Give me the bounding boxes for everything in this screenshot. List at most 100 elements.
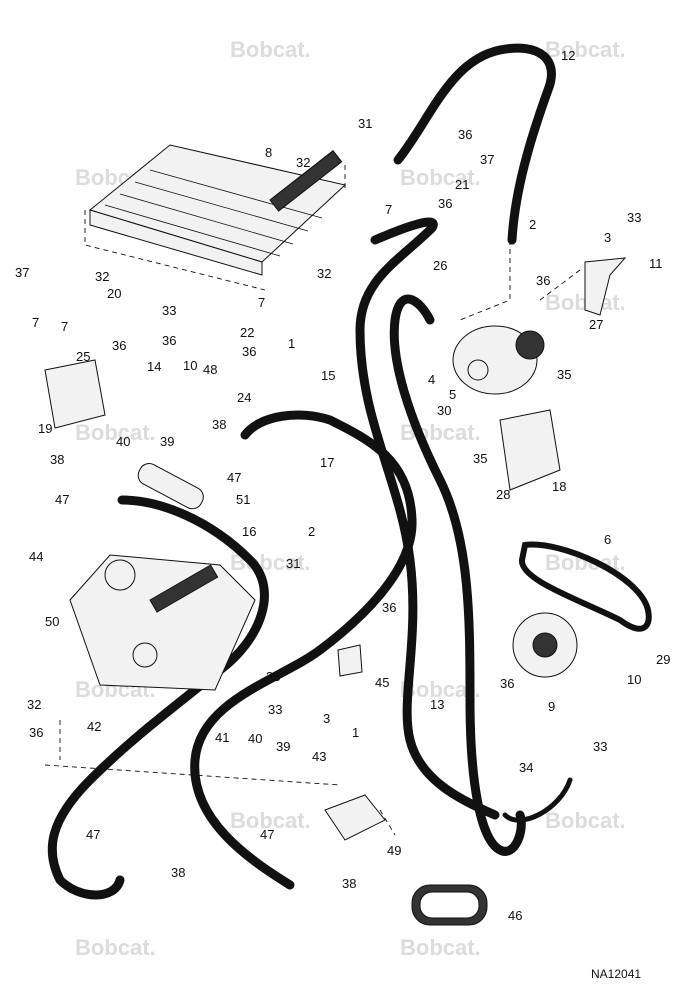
bracket-45 bbox=[337, 644, 363, 677]
callout-7: 7 bbox=[258, 295, 265, 310]
callout-layer: 12 31 36 8 32 37 21 36 7 2 33 3 37 32 32… bbox=[15, 48, 670, 923]
pulley-9 bbox=[512, 612, 578, 678]
hose-17 bbox=[190, 410, 417, 890]
callout-3: 3 bbox=[323, 711, 330, 726]
belt-6 bbox=[519, 541, 652, 632]
callout-11: 11 bbox=[649, 256, 663, 271]
callout-36: 36 bbox=[29, 725, 43, 740]
callout-36: 36 bbox=[242, 344, 256, 359]
callout-18: 18 bbox=[552, 479, 566, 494]
callout-39: 39 bbox=[160, 434, 174, 449]
watermark: Bobcat. bbox=[400, 165, 481, 190]
callout-9: 9 bbox=[548, 699, 555, 714]
callout-7: 7 bbox=[61, 319, 68, 334]
callout-36: 36 bbox=[438, 196, 452, 211]
bracket-11 bbox=[584, 257, 627, 316]
compressor-4 bbox=[452, 325, 545, 395]
callout-33: 33 bbox=[162, 303, 176, 318]
callout-36: 36 bbox=[162, 333, 176, 348]
callout-13: 13 bbox=[430, 697, 444, 712]
callout-27: 27 bbox=[589, 317, 603, 332]
callout-32: 32 bbox=[296, 155, 310, 170]
callout-47: 47 bbox=[55, 492, 69, 507]
callout-21: 21 bbox=[455, 177, 469, 192]
callout-23: 23 bbox=[266, 669, 280, 684]
hose-13-return bbox=[502, 777, 573, 823]
hose-12 bbox=[393, 43, 556, 245]
watermark: Bobcat. bbox=[230, 37, 311, 62]
callout-32: 32 bbox=[95, 269, 109, 284]
callout-31: 31 bbox=[358, 116, 372, 131]
callout-24: 24 bbox=[237, 390, 251, 405]
callout-36: 36 bbox=[458, 127, 472, 142]
callout-35: 35 bbox=[557, 367, 571, 382]
callout-6: 6 bbox=[604, 532, 611, 547]
callout-49: 49 bbox=[387, 843, 401, 858]
tube-51 bbox=[137, 463, 204, 510]
callout-25: 25 bbox=[76, 349, 90, 364]
callout-15: 15 bbox=[321, 368, 335, 383]
callout-31: 31 bbox=[286, 556, 300, 571]
component-layer bbox=[44, 144, 652, 841]
callout-40: 40 bbox=[248, 731, 262, 746]
callout-46: 46 bbox=[508, 908, 522, 923]
watermark: Bobcat. bbox=[75, 935, 156, 960]
callout-36: 36 bbox=[500, 676, 514, 691]
callout-28: 28 bbox=[496, 487, 510, 502]
callout-37: 37 bbox=[15, 265, 29, 280]
condenser-8 bbox=[88, 144, 347, 276]
callout-47: 47 bbox=[260, 827, 274, 842]
callout-3: 3 bbox=[604, 230, 611, 245]
callout-47: 47 bbox=[86, 827, 100, 842]
hose-layer bbox=[47, 43, 573, 926]
callout-14: 14 bbox=[147, 359, 161, 374]
callout-2: 2 bbox=[529, 217, 536, 232]
engine-50 bbox=[69, 554, 256, 691]
callout-37: 37 bbox=[480, 152, 494, 167]
callout-36: 36 bbox=[536, 273, 550, 288]
callout-5: 5 bbox=[449, 387, 456, 402]
callout-38: 38 bbox=[342, 876, 356, 891]
callout-19: 19 bbox=[38, 421, 52, 436]
callout-29: 29 bbox=[656, 652, 670, 667]
callout-20: 20 bbox=[107, 286, 121, 301]
callout-4: 4 bbox=[428, 372, 435, 387]
callout-40: 40 bbox=[116, 434, 130, 449]
callout-10: 10 bbox=[183, 358, 197, 373]
callout-2: 2 bbox=[308, 524, 315, 539]
callout-45: 45 bbox=[375, 675, 389, 690]
hose-16 bbox=[47, 495, 269, 900]
callout-1: 1 bbox=[288, 336, 295, 351]
watermark: Bobcat. bbox=[545, 37, 626, 62]
callout-34: 34 bbox=[519, 760, 533, 775]
callout-12: 12 bbox=[561, 48, 575, 63]
hose-15 bbox=[355, 217, 500, 820]
callout-47: 47 bbox=[227, 470, 241, 485]
callout-48: 48 bbox=[203, 362, 217, 377]
bracket-18 bbox=[499, 409, 561, 491]
hose-13 bbox=[389, 294, 526, 856]
callout-7: 7 bbox=[32, 315, 39, 330]
callout-26: 26 bbox=[433, 258, 447, 273]
watermark: Bobcat. bbox=[230, 808, 311, 833]
callout-36: 36 bbox=[112, 338, 126, 353]
callout-38: 38 bbox=[50, 452, 64, 467]
watermark: Bobcat. bbox=[75, 420, 156, 445]
callout-32: 32 bbox=[317, 266, 331, 281]
hose-46-coil-inner bbox=[419, 891, 480, 919]
callout-33: 33 bbox=[268, 702, 282, 717]
watermark: Bobcat. bbox=[400, 935, 481, 960]
callout-7: 7 bbox=[385, 202, 392, 217]
assembly-lines bbox=[44, 165, 581, 836]
plate-19 bbox=[44, 359, 106, 429]
callout-51: 51 bbox=[236, 492, 250, 507]
callout-44: 44 bbox=[29, 549, 43, 564]
callout-1: 1 bbox=[352, 725, 359, 740]
callout-38: 38 bbox=[171, 865, 185, 880]
callout-33: 33 bbox=[593, 739, 607, 754]
callout-10: 10 bbox=[627, 672, 641, 687]
watermark: Bobcat. bbox=[545, 808, 626, 833]
callout-17: 17 bbox=[320, 455, 334, 470]
callout-38: 38 bbox=[212, 417, 226, 432]
